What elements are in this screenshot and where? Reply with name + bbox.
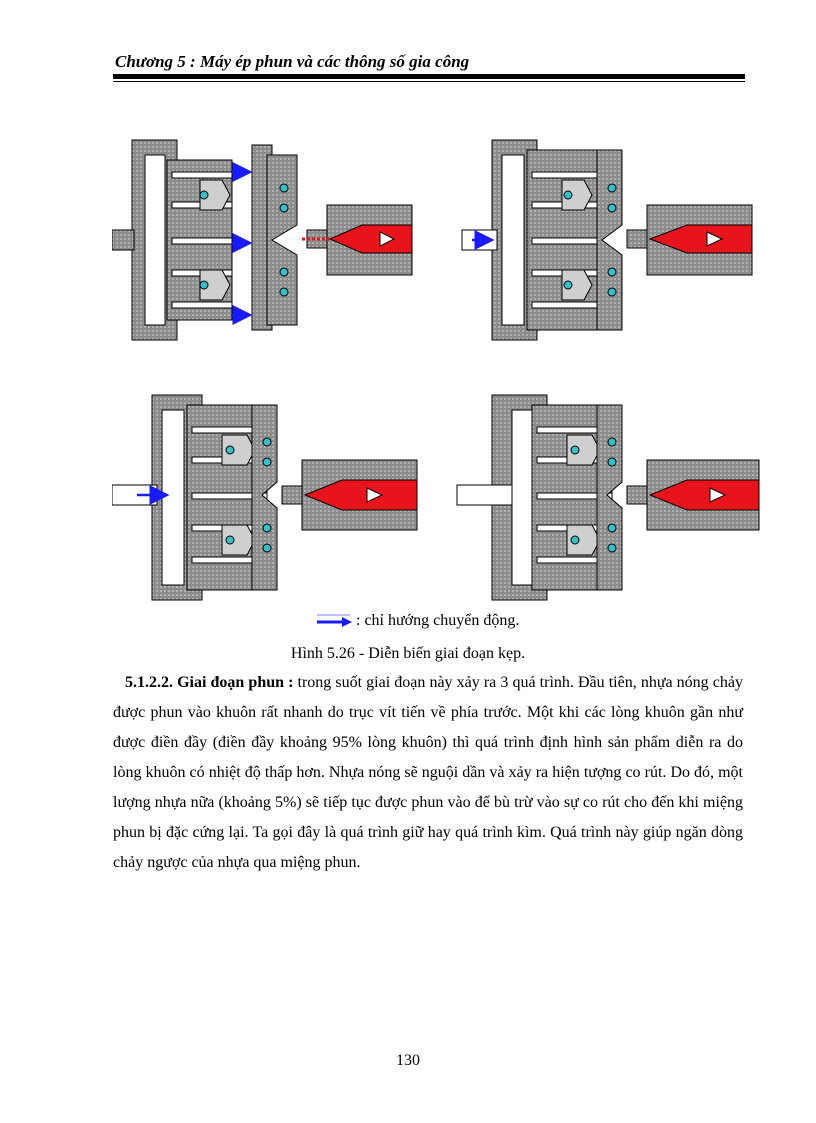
section-paragraph: 5.1.2.2. Giai đoạn phun : trong suốt gia… bbox=[113, 668, 743, 878]
section-heading: 5.1.2.2. Giai đoạn phun : bbox=[125, 674, 294, 691]
figure-legend: : chỉ hướng chuyển động. bbox=[316, 612, 519, 630]
page-number: 130 bbox=[396, 1052, 420, 1069]
panel-clamp-locked bbox=[456, 394, 760, 601]
section-body: trong suốt giai đoạn này xảy ra 3 quá tr… bbox=[113, 674, 743, 871]
chapter-header: Chương 5 : Máy ép phun và các thông số g… bbox=[115, 52, 470, 71]
header-rule-thick bbox=[113, 74, 745, 79]
arrow-icon bbox=[317, 614, 352, 627]
clamping-stage-figure bbox=[112, 139, 760, 601]
header-rule-thin bbox=[113, 81, 745, 82]
panel-mould-closing bbox=[461, 139, 753, 341]
figure-caption: Hình 5.26 - Diễn biến giai đoạn kẹp. bbox=[290, 645, 526, 662]
panel-mould-closed bbox=[112, 394, 418, 601]
legend-text: : chỉ hướng chuyển động. bbox=[356, 612, 520, 629]
panel-mould-open bbox=[112, 139, 413, 341]
